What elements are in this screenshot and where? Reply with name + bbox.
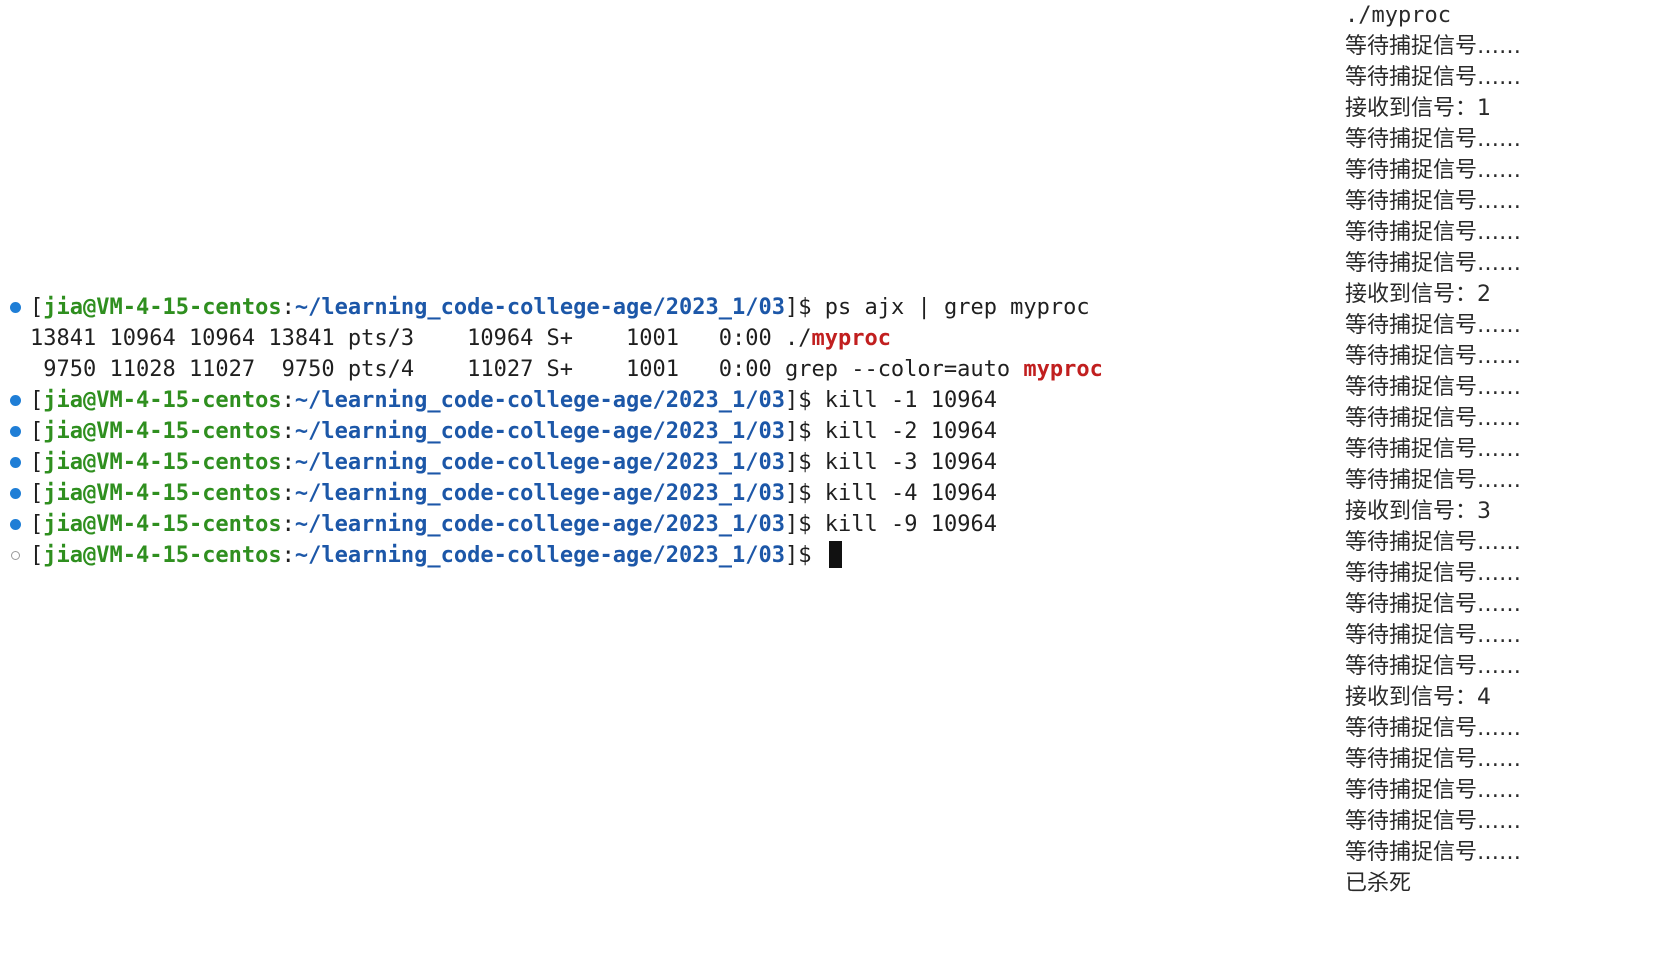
command-text: kill -2 10964 [824, 419, 997, 444]
command-success-decorator-icon[interactable] [8, 385, 22, 416]
program-output-line: ./myproc [1345, 3, 1451, 28]
prompt-separator: : [281, 450, 295, 475]
program-output-line: 等待捕捉信号…… [1345, 127, 1522, 152]
prompt-and-command: [jia@VM-4-15-centos:~/learning_code-coll… [30, 540, 842, 571]
prompt-path: ~/learning_code-college-age/2023_1/03 [294, 543, 785, 568]
prompt-user-host: jia@VM-4-15-centos [43, 512, 282, 537]
program-output-line: 等待捕捉信号…… [1345, 592, 1522, 617]
command-text: ps ajx | grep myproc [824, 295, 1090, 320]
prompt-bracket-open: [ [30, 512, 44, 537]
terminal-pane[interactable]: [jia@VM-4-15-centos:~/learning_code-coll… [0, 292, 1420, 612]
prompt-and-command: [jia@VM-4-15-centos:~/learning_code-coll… [30, 509, 997, 540]
prompt-path: ~/learning_code-college-age/2023_1/03 [294, 419, 785, 444]
program-output-line: 等待捕捉信号…… [1345, 158, 1522, 183]
prompt-symbol: ]$ [785, 450, 825, 475]
program-output-line: 接收到信号：3 [1345, 499, 1491, 524]
prompt-separator: : [281, 295, 295, 320]
program-output-line: 等待捕捉信号…… [1345, 406, 1522, 431]
prompt-separator: : [281, 543, 295, 568]
command-success-decorator-icon[interactable] [8, 416, 22, 447]
prompt-user-host: jia@VM-4-15-centos [43, 419, 282, 444]
prompt-separator: : [281, 388, 295, 413]
prompt-bracket-open: [ [30, 543, 44, 568]
prompt-and-command: [jia@VM-4-15-centos:~/learning_code-coll… [30, 385, 997, 416]
prompt-symbol: ]$ [785, 419, 825, 444]
program-output-line: 等待捕捉信号…… [1345, 313, 1522, 338]
prompt-symbol: ]$ [785, 481, 825, 506]
program-output-line: 接收到信号：2 [1345, 282, 1491, 307]
program-output-line: 接收到信号：1 [1345, 96, 1491, 121]
program-output-line: 等待捕捉信号…… [1345, 375, 1522, 400]
program-output-line: 等待捕捉信号…… [1345, 623, 1522, 648]
program-output-line: 等待捕捉信号…… [1345, 809, 1522, 834]
program-output-line: 等待捕捉信号…… [1345, 344, 1522, 369]
prompt-and-command: [jia@VM-4-15-centos:~/learning_code-coll… [30, 416, 997, 447]
program-output-line: 等待捕捉信号…… [1345, 468, 1522, 493]
command-text: kill -4 10964 [824, 481, 997, 506]
prompt-and-command: [jia@VM-4-15-centos:~/learning_code-coll… [30, 292, 1090, 323]
terminal-cursor[interactable] [828, 541, 842, 568]
process-listing-row: 9750 11028 11027 9750 pts/4 11027 S+ 100… [30, 354, 1103, 385]
command-text: kill -9 10964 [824, 512, 997, 537]
process-row-text: 9750 11028 11027 9750 pts/4 11027 S+ 100… [30, 357, 1024, 382]
prompt-path: ~/learning_code-college-age/2023_1/03 [294, 295, 785, 320]
command-pending-decorator-icon[interactable] [8, 540, 22, 571]
program-output-line: 已杀死 [1345, 871, 1412, 896]
program-output-line: 等待捕捉信号…… [1345, 251, 1522, 276]
prompt-separator: : [281, 481, 295, 506]
program-output-line: 等待捕捉信号…… [1345, 34, 1522, 59]
program-output-line: 等待捕捉信号…… [1345, 561, 1522, 586]
grep-match-highlight: myproc [1023, 357, 1103, 382]
program-output-line: 等待捕捉信号…… [1345, 654, 1522, 679]
command-success-decorator-icon[interactable] [8, 447, 22, 478]
prompt-symbol: ]$ [785, 295, 825, 320]
prompt-bracket-open: [ [30, 419, 44, 444]
process-listing-row: 13841 10964 10964 13841 pts/3 10964 S+ 1… [30, 323, 891, 354]
command-success-decorator-icon[interactable] [8, 292, 22, 323]
command-success-decorator-icon[interactable] [8, 478, 22, 509]
process-row-text: 13841 10964 10964 13841 pts/3 10964 S+ 1… [30, 326, 812, 351]
program-output-line: 等待捕捉信号…… [1345, 189, 1522, 214]
prompt-symbol: ]$ [785, 512, 825, 537]
program-output-line: 接收到信号：4 [1345, 685, 1491, 710]
prompt-separator: : [281, 419, 295, 444]
prompt-bracket-open: [ [30, 450, 44, 475]
program-output-line: 等待捕捉信号…… [1345, 530, 1522, 555]
program-output-line: 等待捕捉信号…… [1345, 65, 1522, 90]
prompt-separator: : [281, 512, 295, 537]
program-output-pane: ./myproc 等待捕捉信号…… 等待捕捉信号…… 接收到信号：1 等待捕捉信号…… 等… [1345, 0, 1655, 955]
program-output-line: 等待捕捉信号…… [1345, 840, 1522, 865]
program-output-line: 等待捕捉信号…… [1345, 778, 1522, 803]
prompt-path: ~/learning_code-college-age/2023_1/03 [294, 450, 785, 475]
prompt-bracket-open: [ [30, 295, 44, 320]
program-output-line: 等待捕捉信号…… [1345, 716, 1522, 741]
prompt-user-host: jia@VM-4-15-centos [43, 295, 282, 320]
program-output-line: 等待捕捉信号…… [1345, 437, 1522, 462]
command-text: kill -1 10964 [824, 388, 997, 413]
command-text: kill -3 10964 [824, 450, 997, 475]
prompt-path: ~/learning_code-college-age/2023_1/03 [294, 388, 785, 413]
prompt-bracket-open: [ [30, 388, 44, 413]
prompt-symbol: ]$ [785, 543, 825, 568]
prompt-bracket-open: [ [30, 481, 44, 506]
program-output-line: 等待捕捉信号…… [1345, 747, 1522, 772]
grep-match-highlight: myproc [811, 326, 891, 351]
prompt-user-host: jia@VM-4-15-centos [43, 388, 282, 413]
prompt-symbol: ]$ [785, 388, 825, 413]
prompt-and-command: [jia@VM-4-15-centos:~/learning_code-coll… [30, 478, 997, 509]
command-success-decorator-icon[interactable] [8, 509, 22, 540]
prompt-user-host: jia@VM-4-15-centos [43, 543, 282, 568]
program-output-line: 等待捕捉信号…… [1345, 220, 1522, 245]
prompt-and-command: [jia@VM-4-15-centos:~/learning_code-coll… [30, 447, 997, 478]
prompt-user-host: jia@VM-4-15-centos [43, 481, 282, 506]
prompt-path: ~/learning_code-college-age/2023_1/03 [294, 481, 785, 506]
prompt-user-host: jia@VM-4-15-centos [43, 450, 282, 475]
prompt-path: ~/learning_code-college-age/2023_1/03 [294, 512, 785, 537]
